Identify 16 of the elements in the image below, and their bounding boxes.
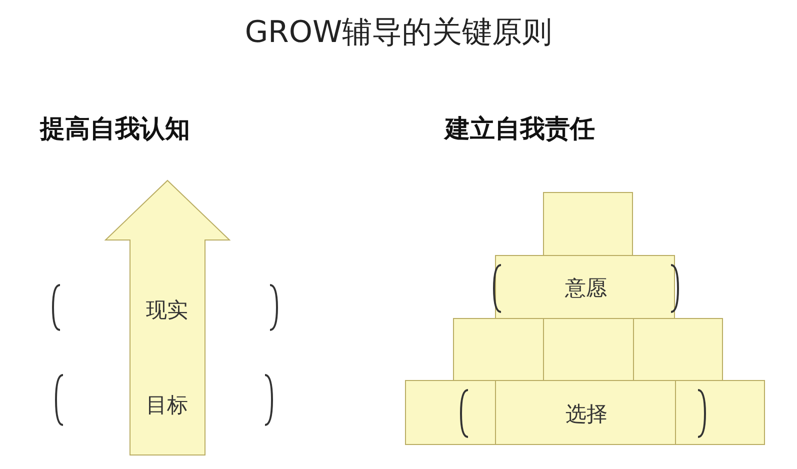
block (405, 380, 496, 445)
section-heading: 提高自我认知 (40, 113, 190, 145)
node-label: 现实 (146, 297, 188, 324)
block (543, 318, 634, 381)
arrow-shape (105, 180, 230, 455)
node-label: 目标 (146, 392, 188, 419)
node-label: 选择 (566, 400, 608, 428)
block (633, 318, 723, 381)
block (453, 318, 544, 381)
block (675, 380, 765, 445)
section-heading: 建立自我责任 (445, 113, 595, 145)
diagram-title: GROW辅导的关键原则 (244, 14, 554, 52)
block (495, 255, 675, 319)
block (495, 380, 676, 445)
block (543, 192, 633, 256)
node-label: 意愿 (565, 275, 607, 302)
